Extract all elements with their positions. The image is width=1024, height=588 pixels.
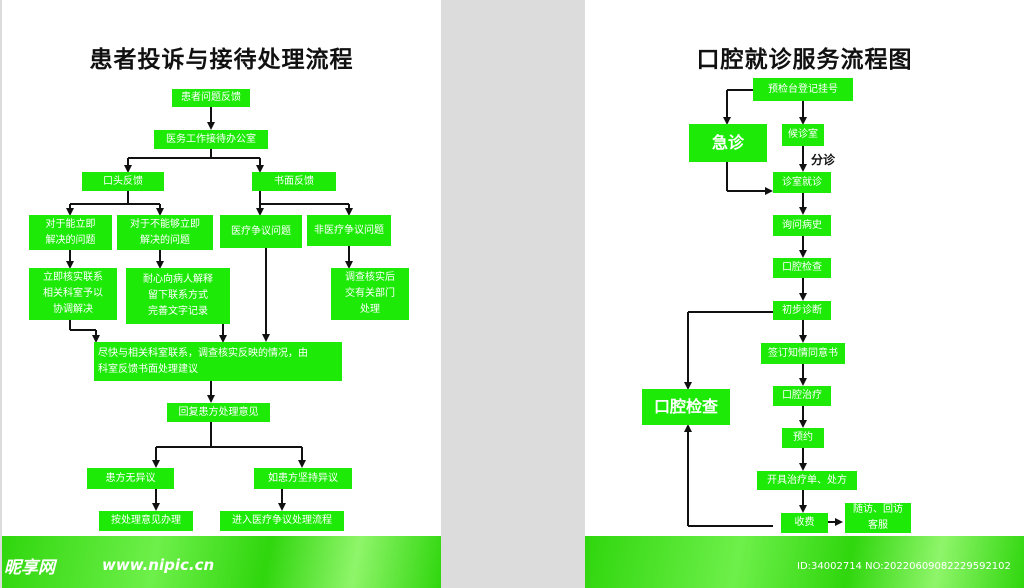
follow-opinion-node: 按处理意见办理 xyxy=(99,511,193,531)
waiting-room-node: 候诊室 xyxy=(782,124,824,146)
patient-complaint-node: 患者问题反馈 xyxy=(172,89,250,107)
immediate-issue-node: 对于能立即 解决的问题 xyxy=(29,215,112,250)
dental-flowchart-panel: 口腔就诊服务流程图 预检台登记挂号 急诊 候诊室 分诊 诊室就诊 询问病史 口腔… xyxy=(585,0,1024,588)
dispute-process-node: 进入医疗争议处理流程 xyxy=(220,511,344,531)
followup-node: 随访、回访 客服 xyxy=(845,503,911,533)
oral-exam-node: 口腔检查 xyxy=(773,258,831,278)
triage-label: 分诊 xyxy=(811,153,836,167)
watermark-id: ID:34002714 NO:20220609082229592102 xyxy=(797,561,1011,572)
dental-flow-connectors xyxy=(684,89,843,527)
registration-node: 预检台登记挂号 xyxy=(753,78,853,101)
footer-band-dental xyxy=(585,536,1024,588)
complaint-flow-connectors xyxy=(66,107,353,511)
complaint-flowchart-panel: 患者投诉与接待处理流程 患者问题反馈 医务工作接待办公室 口头反馈 书面反馈 对… xyxy=(2,0,441,588)
watermark-logo: 昵享网 xyxy=(4,558,55,578)
no-objection-node: 患方无异议 xyxy=(87,468,174,489)
reply-opinion-node: 回复患方处理意见 xyxy=(167,403,270,422)
non-medical-dispute-node: 非医疗争议问题 xyxy=(307,215,391,246)
reception-office-node: 医务工作接待办公室 xyxy=(154,130,268,149)
medical-history-node: 询问病史 xyxy=(773,215,831,236)
side-oral-exam-node: 口腔检查 xyxy=(642,389,730,425)
verify-transfer-node: 调查核实后 交有关部门 处理 xyxy=(331,268,409,320)
emergency-node: 急诊 xyxy=(689,124,767,162)
footer-band xyxy=(2,536,441,588)
non-immediate-issue-node: 对于不能够立即 解决的问题 xyxy=(117,215,213,250)
appointment-node: 预约 xyxy=(782,428,824,448)
informed-consent-node: 签订知情同意书 xyxy=(761,343,845,364)
objection-node: 如患方坚持异议 xyxy=(254,468,352,489)
explain-patient-node: 耐心向病人解释 留下联系方式 完善文字记录 xyxy=(126,268,230,324)
liaise-department-node: 尽快与相关科室联系，调查核实反映的情况，由 科室反馈书面处理建议 xyxy=(94,342,342,381)
consultation-node: 诊室就诊 xyxy=(773,172,831,193)
prescription-node: 开具治疗单、处方 xyxy=(757,471,857,490)
medical-dispute-node: 医疗争议问题 xyxy=(220,215,302,248)
initial-diagnosis-node: 初步诊断 xyxy=(773,301,831,320)
page-title-dental: 口腔就诊服务流程图 xyxy=(696,47,913,73)
contact-department-node: 立即核实联系 相关科室予以 协调解决 xyxy=(29,268,117,320)
watermark-url: www.nipic.cn xyxy=(102,556,215,574)
oral-feedback-node: 口头反馈 xyxy=(82,172,164,191)
written-feedback-node: 书面反馈 xyxy=(252,172,336,191)
page-title: 患者投诉与接待处理流程 xyxy=(89,47,354,73)
payment-node: 收费 xyxy=(781,513,828,533)
oral-treatment-node: 口腔治疗 xyxy=(773,386,831,406)
